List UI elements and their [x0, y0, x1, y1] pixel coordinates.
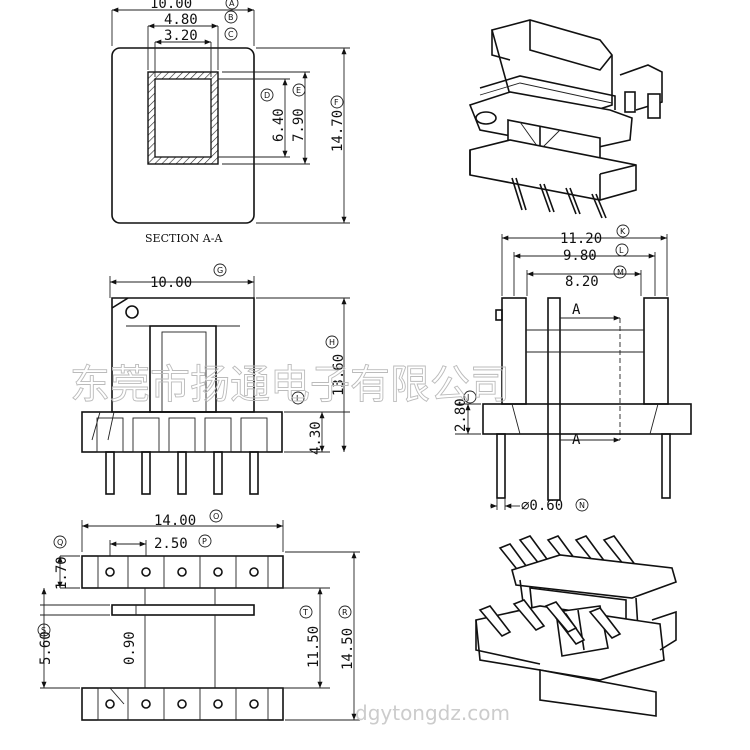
callout-p	[198, 534, 212, 548]
callout-g-label: G	[217, 266, 223, 275]
callout-d	[260, 88, 274, 102]
dim-bot-090: 0.90	[122, 631, 138, 665]
dim-front-h: 13.60	[331, 354, 347, 396]
callout-m-label: M	[617, 268, 624, 277]
dim-sec-f: 14.70	[330, 110, 346, 152]
section-mark-top: A	[572, 302, 581, 318]
callout-e	[292, 83, 306, 97]
callout-e-label: E	[296, 86, 301, 95]
watermark-company: 东莞市扬通电子有限公司	[70, 362, 510, 408]
isometric-view-top	[468, 19, 663, 219]
dim-side-j: 2.80	[453, 398, 469, 432]
section-view: 10.00 A 4.80 B 3.20 C 6.40 D 7.90 E 14.7…	[111, 0, 350, 245]
callout-n-label: N	[579, 501, 585, 510]
callout-d-label: D	[264, 91, 270, 100]
callout-o	[209, 509, 223, 523]
dim-side-k: 11.20	[560, 231, 602, 247]
callout-l	[615, 243, 629, 257]
callout-l-label: L	[619, 246, 624, 255]
dim-sec-d: 6.40	[271, 108, 287, 142]
dim-bot-t: 11.50	[306, 626, 322, 668]
watermark-site: dgytongdz.com	[355, 701, 510, 725]
dim-front-g: 10.00	[150, 275, 192, 291]
section-label: SECTION A-A	[145, 232, 223, 245]
callout-c	[224, 27, 238, 41]
callout-h	[325, 335, 339, 349]
side-view: 11.20 K 9.80 L 8.20 M A A 2.80	[453, 224, 692, 514]
callout-a-label: A	[229, 0, 235, 8]
callout-m	[613, 265, 627, 279]
dim-sec-c: 3.20	[164, 28, 198, 44]
callout-c-label: C	[228, 30, 234, 39]
dim-side-l: 9.80	[563, 248, 597, 264]
section-mark-bottom: A	[572, 432, 581, 448]
callout-f-label: F	[334, 98, 339, 107]
callout-s	[37, 623, 51, 637]
callout-o-label: O	[213, 512, 219, 521]
dim-side-m: 8.20	[565, 274, 599, 290]
dim-bot-o: 14.00	[154, 513, 196, 529]
callout-q	[53, 535, 67, 549]
callout-b	[224, 10, 238, 24]
callout-g	[213, 263, 227, 277]
dim-bot-r: 14.50	[340, 628, 356, 670]
front-view: 10.00 G 13.60 H 4.30	[81, 263, 350, 495]
dim-sec-w: 10.00	[150, 0, 192, 12]
dim-side-n: ⌀0.60	[521, 498, 563, 514]
bottom-view: 14.00 O 2.50 P	[37, 509, 360, 721]
callout-s-label: S	[41, 626, 46, 635]
callout-n	[575, 498, 589, 512]
callout-h-label: H	[329, 338, 335, 347]
dim-sec-b: 4.80	[164, 12, 198, 28]
callout-i-label: I	[296, 394, 298, 403]
dim-bot-s: 5.60	[38, 631, 54, 665]
dim-sec-e: 7.90	[291, 108, 307, 142]
callout-r-label: R	[342, 608, 348, 617]
dim-bot-p: 2.50	[154, 536, 188, 552]
dim-front-i: 4.30	[308, 421, 324, 455]
callout-i	[291, 391, 305, 405]
callout-p-label: P	[202, 537, 207, 546]
callout-t	[299, 605, 313, 619]
dim-bot-1: 1.70	[54, 556, 70, 590]
callout-k-label: K	[620, 227, 626, 236]
callout-r	[338, 605, 352, 619]
callout-j	[463, 390, 477, 404]
callout-f	[330, 95, 344, 109]
callout-t-label: T	[302, 608, 308, 617]
callout-q-label: Q	[57, 538, 63, 547]
callout-a	[225, 0, 239, 10]
isometric-view-bottom	[475, 535, 677, 717]
callout-k	[616, 224, 630, 238]
callout-b-label: B	[228, 13, 234, 22]
callout-j-label: J	[466, 393, 469, 402]
